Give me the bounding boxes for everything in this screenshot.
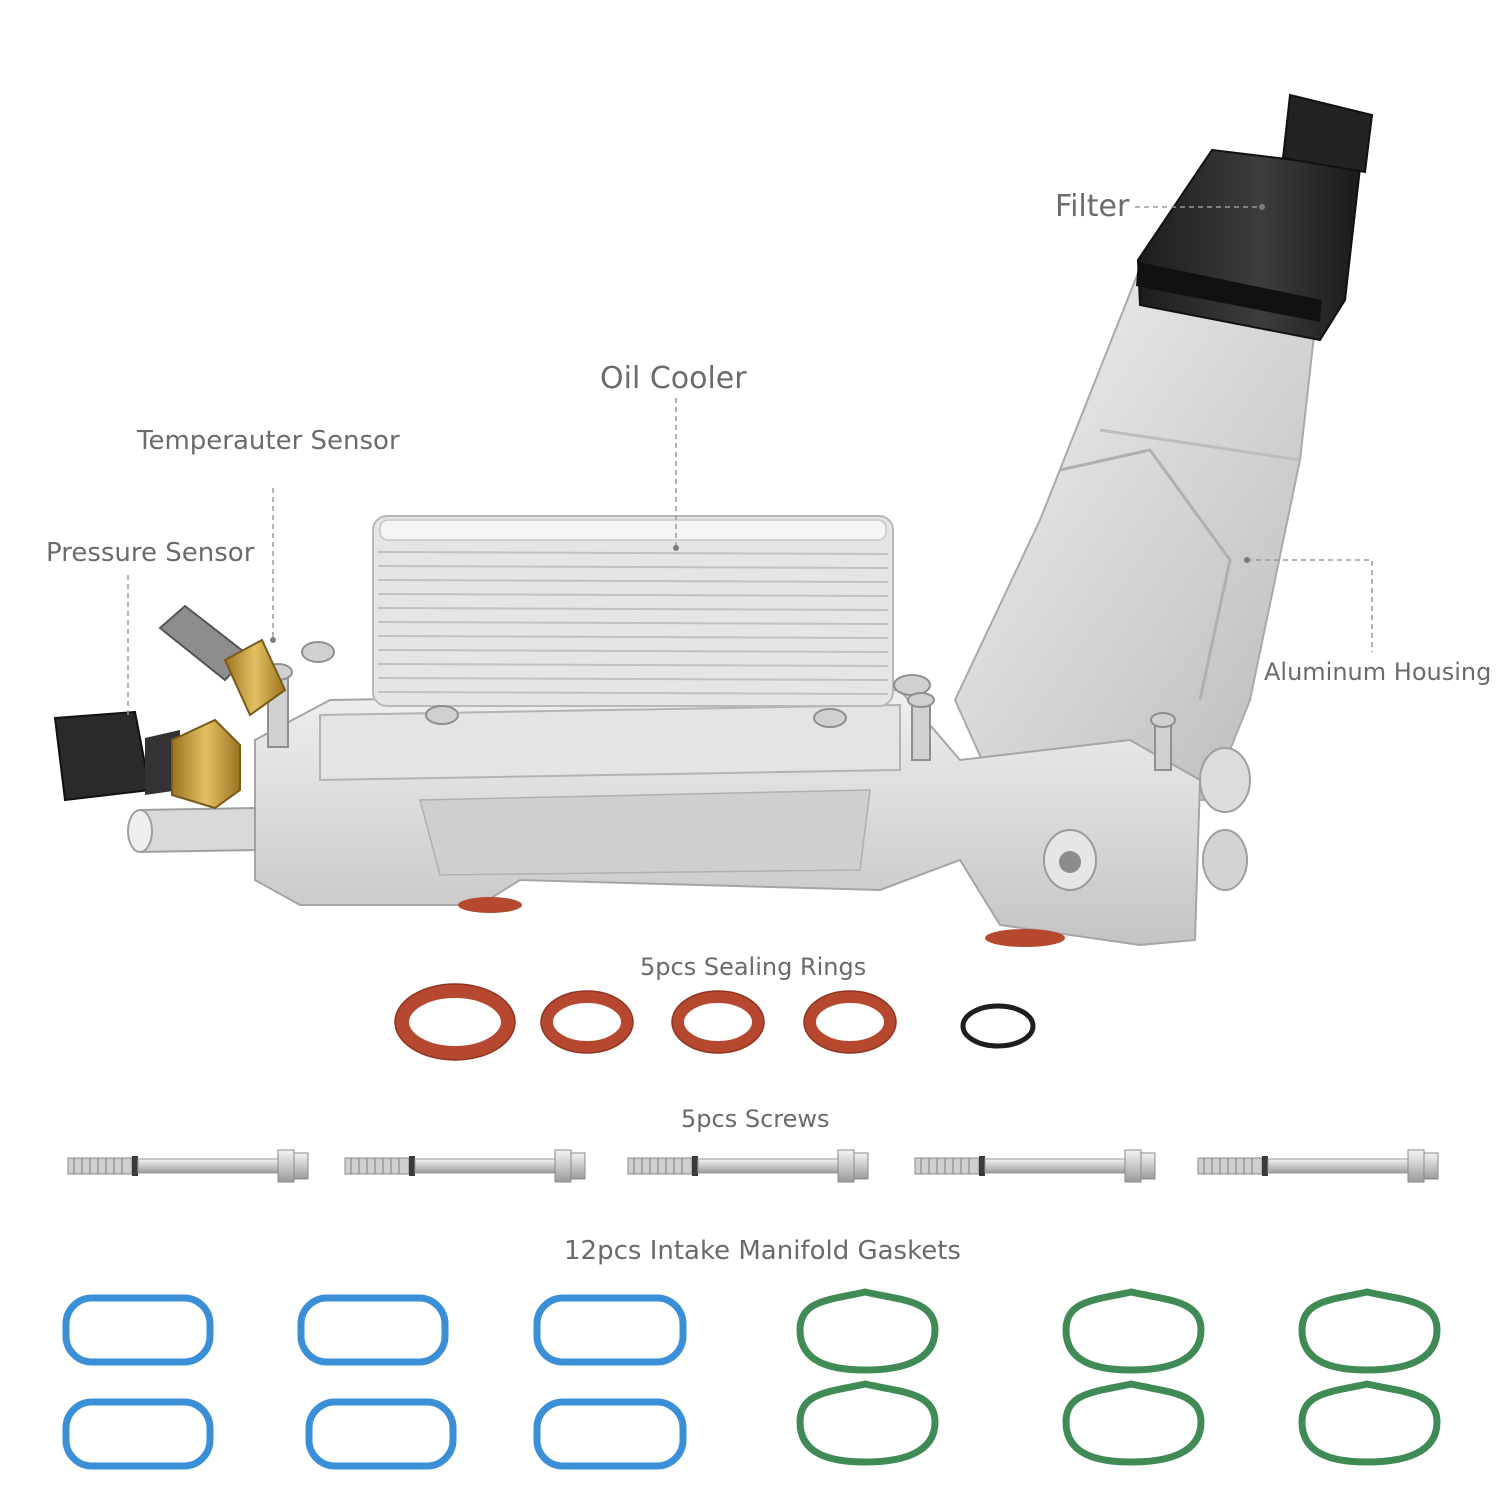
pressure-sensor — [53, 710, 241, 810]
gasket-green — [1298, 1288, 1441, 1374]
sealing-rings — [394, 983, 1036, 1061]
leader-lines — [127, 206, 1373, 718]
gasket-green — [1062, 1288, 1205, 1374]
screw — [344, 1149, 586, 1183]
label-oil-cooler: Oil Cooler — [600, 361, 747, 396]
screw — [67, 1149, 309, 1183]
gasket-blue — [305, 1398, 457, 1470]
sealing-ring — [803, 990, 897, 1054]
gasket-green — [796, 1380, 939, 1466]
leader-dots — [270, 204, 1265, 643]
gasket-blue — [62, 1398, 214, 1470]
gasket-green — [796, 1288, 939, 1374]
label-aluminum-housing: Aluminum Housing — [1264, 658, 1492, 686]
label-pressure-sensor: Pressure Sensor — [46, 538, 255, 568]
sealing-ring — [540, 990, 634, 1054]
gasket-blue — [533, 1294, 687, 1366]
sealing-ring — [394, 983, 516, 1061]
section-title-screws: 5pcs Screws — [681, 1105, 830, 1133]
screw — [1197, 1149, 1439, 1183]
temperature-sensor — [158, 604, 287, 717]
gasket-blue — [62, 1294, 214, 1366]
o-ring-black — [960, 1003, 1036, 1049]
aluminum-housing — [953, 266, 1320, 801]
screw — [627, 1149, 869, 1183]
housing-base — [127, 688, 1251, 947]
screw — [914, 1149, 1156, 1183]
section-title-sealing-rings: 5pcs Sealing Rings — [640, 953, 867, 981]
sealing-ring — [671, 990, 765, 1054]
label-filter: Filter — [1055, 189, 1130, 224]
gasket-blue — [297, 1294, 449, 1366]
intake-gaskets — [62, 1288, 1441, 1470]
gasket-green — [1298, 1380, 1441, 1466]
gasket-blue — [533, 1398, 687, 1470]
section-title-gaskets: 12pcs Intake Manifold Gaskets — [564, 1236, 961, 1266]
label-temperature-sensor: Temperauter Sensor — [137, 426, 400, 456]
gasket-green — [1062, 1380, 1205, 1466]
filter-cap — [1136, 93, 1374, 342]
screws — [67, 1149, 1439, 1183]
oil-cooler — [372, 515, 894, 707]
